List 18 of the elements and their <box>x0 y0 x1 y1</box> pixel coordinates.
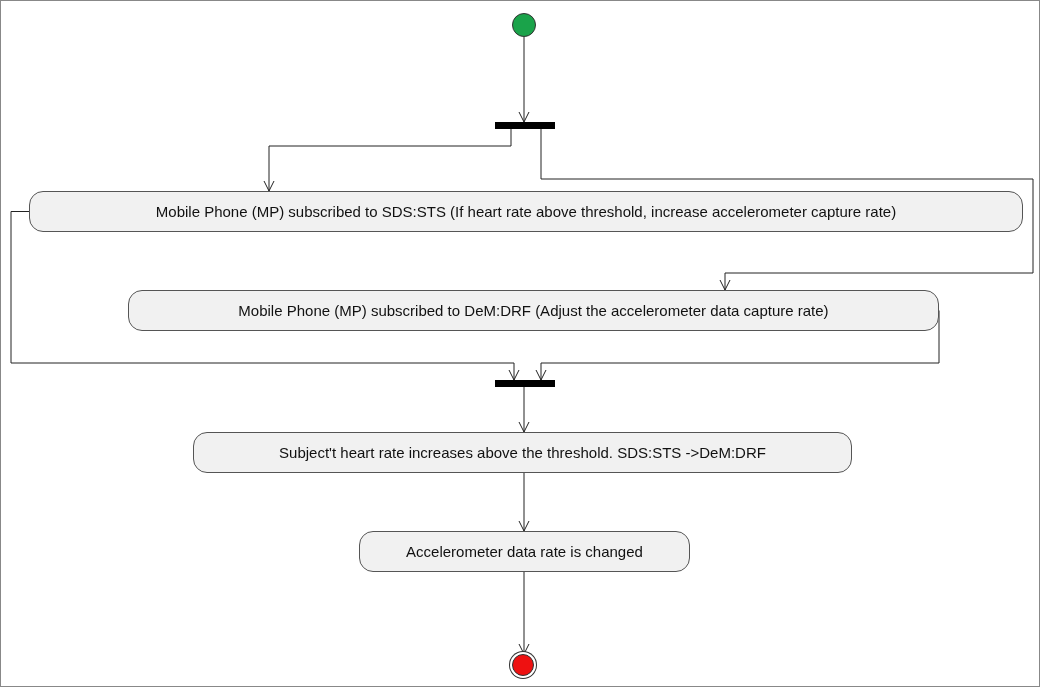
end-node <box>512 654 534 676</box>
arrow <box>263 128 512 192</box>
action-label: Subject't heart rate increases above the threshold. SDS:STS ->DeM:DRF <box>279 444 766 461</box>
action-node <box>29 191 1023 232</box>
action-label: Mobile Phone (MP) subscribed to SDS:STS (If heart rate above threshold, increase accelerometer capture rate) <box>155 203 897 220</box>
arrow <box>518 36 530 123</box>
action-node <box>128 290 939 331</box>
action-node <box>359 531 690 572</box>
action-label: Accelerometer data rate is changed <box>406 543 643 560</box>
arrow <box>10 211 520 381</box>
arrow <box>540 128 1034 291</box>
action-label: Mobile Phone (MP) subscribed to DeM:DRF (Adjust the accelerometer data capture rate) <box>238 302 829 319</box>
action-node <box>193 432 852 473</box>
sync-bar <box>495 380 555 387</box>
sync-bar <box>495 122 555 129</box>
arrow <box>518 472 530 532</box>
start-node <box>512 13 536 37</box>
arrow <box>518 386 530 433</box>
